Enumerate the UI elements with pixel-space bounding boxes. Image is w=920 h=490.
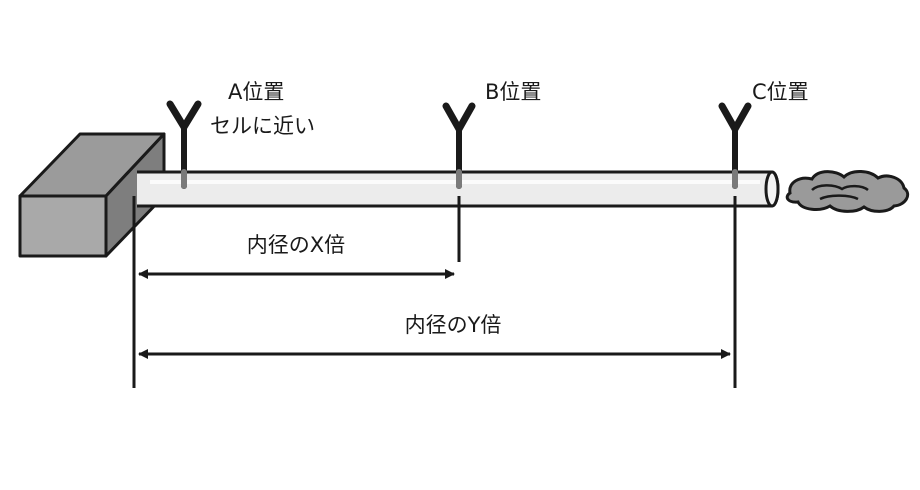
tube-end	[764, 170, 780, 208]
cell-box	[18, 132, 166, 258]
dimension-x-label: 内径のX倍	[247, 233, 345, 257]
tube	[137, 170, 780, 208]
cell-box-front	[18, 194, 108, 258]
position-a-note: セルに近い	[210, 114, 315, 138]
smoke-icon	[785, 170, 910, 213]
position-b-label: B位置	[485, 80, 541, 104]
dimension-y-label: 内径のY倍	[405, 313, 502, 337]
position-a-label: A位置	[228, 80, 284, 104]
probe-a-icon	[166, 100, 202, 189]
position-c-label: C位置	[752, 80, 809, 104]
probe-c-icon	[718, 102, 752, 189]
probe-b-icon	[442, 102, 476, 189]
